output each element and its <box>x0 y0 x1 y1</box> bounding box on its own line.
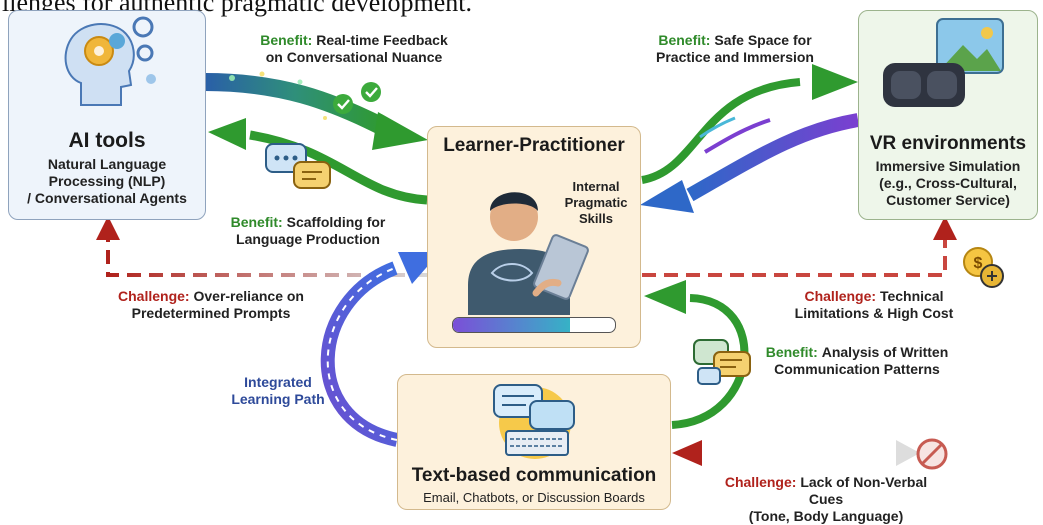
challenge-keyword: Challenge: <box>804 288 877 304</box>
no-entry-icon <box>916 438 948 470</box>
ai-tools-subtitle: Natural Language Processing (NLP) / Conv… <box>27 156 187 206</box>
svg-text:$: $ <box>974 255 983 272</box>
benefit-keyword: Benefit: <box>260 32 313 48</box>
learner-title: Learner-Practitioner <box>443 135 625 156</box>
learner-box: Learner-Practitioner Internal Pragmatic … <box>427 126 641 348</box>
label-ai-to-learner: Benefit: Real-time Feedback on Conversat… <box>246 32 462 66</box>
benefit-keyword: Benefit: <box>658 32 711 48</box>
vr-environments-box: VR environments Immersive Simulation (e.… <box>858 10 1038 220</box>
arrow-ai-to-learner <box>196 71 428 150</box>
ai-tools-title: AI tools <box>68 129 146 152</box>
coin-icon: $ <box>963 247 1004 288</box>
text-communication-box: Text-based communication Email, Chatbots… <box>397 374 671 510</box>
brain-gear-head-icon <box>64 16 156 106</box>
vr-title: VR environments <box>869 133 1027 154</box>
progress-bar <box>452 317 616 333</box>
internal-skills-label: Internal Pragmatic Skills <box>564 179 628 226</box>
arrow-vr-to-learner <box>640 113 860 213</box>
progress-fill <box>453 318 570 332</box>
chat-keyboard-icon <box>493 384 575 459</box>
challenge-line-ai <box>96 216 427 277</box>
label-vr-challenge: Challenge: Technical Limitations & High … <box>774 288 974 322</box>
arrow-learner-to-vr <box>641 64 858 184</box>
benefit-keyword: Benefit: <box>230 214 283 230</box>
check-icon <box>333 82 381 114</box>
label-text-benefit-text: Analysis of Written Communication Patter… <box>774 344 949 377</box>
label-ai-challenge-text: Over-reliance on Predetermined Prompts <box>131 288 304 321</box>
label-text-challenge: Challenge: Lack of Non-Verbal Cues (Tone… <box>718 474 934 525</box>
challenge-keyword: Challenge: <box>724 474 797 490</box>
label-integrated-path: Integrated Learning Path <box>231 374 325 407</box>
label-vr-benefit-text: Safe Space for Practice and Immersion <box>656 32 814 65</box>
benefit-keyword: Benefit: <box>765 344 818 360</box>
ai-tools-box: AI tools Natural Language Processing (NL… <box>8 10 206 220</box>
challenge-arrow-text <box>672 440 920 466</box>
label-ai-to-learner-text: Real-time Feedback on Conversational Nua… <box>265 32 448 65</box>
vr-headset-icon <box>883 18 1004 107</box>
arrow-learner-to-ai <box>208 118 428 205</box>
label-vr-benefit: Benefit: Safe Space for Practice and Imm… <box>640 32 830 66</box>
chat-bubbles-icon <box>265 143 331 189</box>
chat-bubbles-icon <box>693 339 751 385</box>
label-learner-to-ai: Benefit: Scaffolding for Language Produc… <box>218 214 398 248</box>
vr-subtitle: Immersive Simulation (e.g., Cross-Cultur… <box>875 158 1021 208</box>
challenge-line-vr <box>642 216 957 277</box>
label-learner-to-ai-text: Scaffolding for Language Production <box>236 214 386 247</box>
label-vr-challenge-text: Technical Limitations & High Cost <box>794 288 954 321</box>
text-subtitle: Email, Chatbots, or Discussion Boards <box>423 490 645 505</box>
learner-tablet-icon <box>468 192 589 315</box>
connector-layer <box>96 64 957 466</box>
text-title: Text-based communication <box>411 465 657 486</box>
challenge-keyword: Challenge: <box>118 288 190 304</box>
label-ai-challenge: Challenge: Over-reliance on Predetermine… <box>106 288 316 322</box>
label-text-benefit: Benefit: Analysis of Written Communicati… <box>752 344 962 378</box>
